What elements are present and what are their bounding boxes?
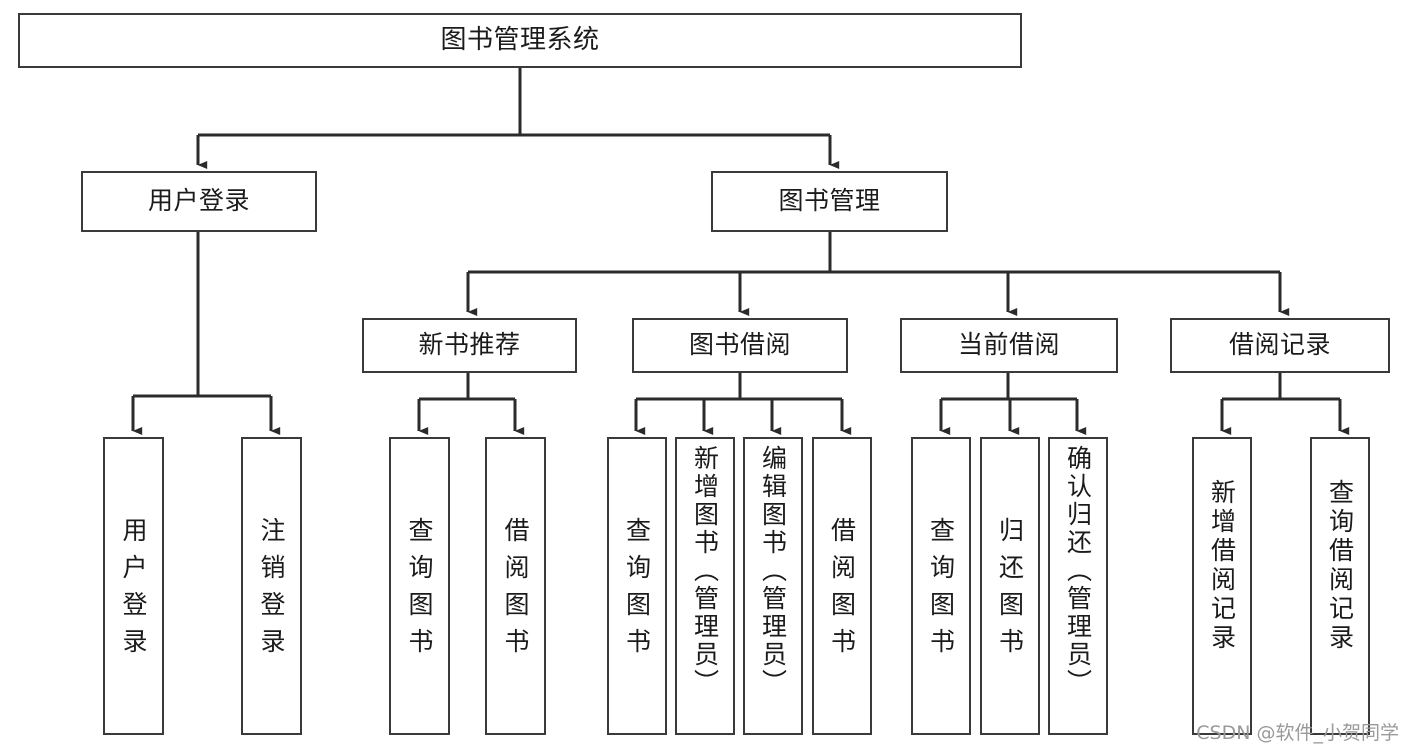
node-label: 图书管理: [778, 186, 881, 216]
node-label: 查询图书: [405, 517, 434, 665]
node-label: 用户登录: [147, 186, 250, 216]
node-label: 查询图书: [926, 517, 956, 665]
node-book-borrow[interactable]: 图书借阅: [632, 318, 848, 373]
leaf-query-book-borrow[interactable]: 查询图书: [607, 437, 667, 735]
node-label: 当前借阅: [957, 330, 1060, 360]
node-new-book-recommend[interactable]: 新书推荐: [362, 318, 577, 373]
node-label: 新增借阅记录: [1207, 479, 1237, 653]
csdn-watermark: CSDN @软件_小贺同学: [1196, 722, 1399, 744]
leaf-add-borrow-record[interactable]: 新增借阅记录: [1192, 437, 1252, 735]
node-root-book-management-system[interactable]: 图书管理系统: [18, 13, 1022, 68]
leaf-confirm-return-admin[interactable]: 确认归还（管理员）: [1048, 437, 1108, 735]
node-label: 归还图书: [995, 517, 1025, 665]
leaf-return-book[interactable]: 归还图书: [980, 437, 1040, 735]
node-label: 借阅图书: [501, 517, 530, 665]
node-label: 确认归还（管理员）: [1063, 445, 1093, 697]
node-label: 查询借阅记录: [1325, 479, 1355, 653]
node-borrow-record[interactable]: 借阅记录: [1170, 318, 1390, 373]
node-label: 借阅图书: [827, 517, 857, 665]
node-label: 图书借阅: [688, 330, 791, 360]
leaf-query-book-recommend[interactable]: 查询图书: [389, 437, 450, 735]
node-label: 图书管理系统: [440, 24, 600, 55]
leaf-query-borrow-record[interactable]: 查询借阅记录: [1310, 437, 1370, 735]
node-label: 编辑图书（管理员）: [758, 445, 788, 697]
node-label: 新增图书（管理员）: [690, 445, 720, 697]
leaf-borrow-book-recommend[interactable]: 借阅图书: [485, 437, 546, 735]
node-user-login[interactable]: 用户登录: [81, 171, 317, 232]
leaf-logout-login[interactable]: 注销登录: [241, 437, 302, 735]
leaf-borrow-book-borrow[interactable]: 借阅图书: [812, 437, 872, 735]
node-current-borrow[interactable]: 当前借阅: [900, 318, 1118, 373]
node-book-management[interactable]: 图书管理: [711, 171, 948, 232]
node-label: 新书推荐: [418, 330, 521, 360]
node-label: 查询图书: [622, 517, 652, 665]
node-label: 用户登录: [119, 517, 148, 665]
leaf-query-book-current[interactable]: 查询图书: [911, 437, 971, 735]
leaf-add-book-admin[interactable]: 新增图书（管理员）: [675, 437, 735, 735]
node-label: 注销登录: [257, 517, 286, 665]
leaf-edit-book-admin[interactable]: 编辑图书（管理员）: [743, 437, 803, 735]
node-label: 借阅记录: [1228, 330, 1331, 360]
leaf-user-login[interactable]: 用户登录: [103, 437, 164, 735]
